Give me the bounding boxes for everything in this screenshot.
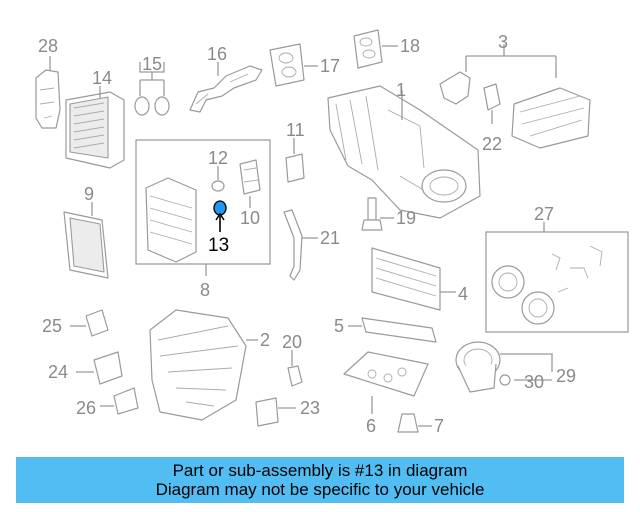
banner-line-1: Part or sub-assembly is #13 in diagram: [172, 461, 468, 480]
part-13-o-ring-highlighted[interactable]: [213, 200, 227, 232]
callout-8: 8: [200, 280, 210, 300]
part-1-housing: [327, 85, 481, 219]
callout-20: 20: [282, 332, 302, 352]
callout-23: 23: [300, 398, 320, 418]
callout-25: 25: [42, 316, 62, 336]
callout-13-highlighted[interactable]: 13: [208, 235, 229, 256]
callout-24: 24: [48, 362, 68, 382]
callout-7: 7: [434, 416, 444, 436]
banner-line-2: Diagram may not be specific to your vehi…: [155, 480, 485, 499]
callout-19: 19: [396, 208, 416, 228]
callout-28: 28: [38, 36, 58, 56]
callout-30: 30: [524, 372, 544, 392]
part-10-valve: [239, 159, 261, 208]
callout-16: 16: [207, 44, 227, 64]
parts-diagram: 2814151617183122121110913819212742525202…: [35, 29, 629, 436]
callout-12: 12: [208, 148, 228, 168]
part-21-hose: [283, 209, 318, 281]
callout-14: 14: [92, 68, 112, 88]
callout-2: 2: [260, 330, 270, 350]
part-17-gasket: [269, 43, 318, 87]
callout-17: 17: [320, 56, 340, 76]
part-8-subassembly-box: [135, 139, 271, 276]
part-27-subassembly-box: [485, 222, 629, 333]
callout-5: 5: [334, 316, 344, 336]
part-23-module: [255, 397, 296, 427]
part-2-lower-case: [149, 309, 258, 421]
callout-6: 6: [366, 416, 376, 436]
callout-18: 18: [400, 36, 420, 56]
callout-10: 10: [240, 208, 260, 228]
part-7-grommet: [397, 413, 432, 433]
part-6-plate: [343, 351, 429, 414]
part-20-actuator: [287, 350, 303, 387]
callout-1: 1: [396, 80, 406, 100]
callout-3: 3: [498, 32, 508, 52]
part-19-bolt: [361, 197, 394, 231]
part-26-actuator: [100, 387, 139, 415]
callout-15: 15: [142, 54, 162, 74]
part-11-sensor: [285, 138, 305, 183]
part-4-filter: [371, 247, 456, 311]
callout-26: 26: [76, 398, 96, 418]
part-16-pipe: [189, 62, 263, 113]
callout-11: 11: [286, 120, 305, 140]
part-12-o-ring: [211, 166, 225, 192]
part-18-gasket: [353, 29, 398, 69]
part-15-clips: [134, 62, 170, 116]
part-9-filter: [63, 202, 109, 279]
info-banner: Part or sub-assembly is #13 in diagram D…: [16, 457, 624, 503]
part-5-strip: [348, 317, 437, 343]
part-28-bracket: [35, 56, 61, 129]
part-24-actuator: [76, 351, 123, 385]
part-29-30-blower: [455, 341, 553, 393]
callout-21: 21: [320, 228, 340, 248]
callout-9: 9: [84, 184, 94, 204]
callout-27: 27: [534, 204, 554, 224]
callout-22: 22: [482, 134, 502, 154]
part-25-clip: [70, 309, 109, 337]
part-3-group: [439, 44, 591, 149]
callout-29: 29: [556, 366, 576, 386]
part-14-evaporator: [65, 86, 125, 169]
callout-4: 4: [458, 284, 468, 304]
